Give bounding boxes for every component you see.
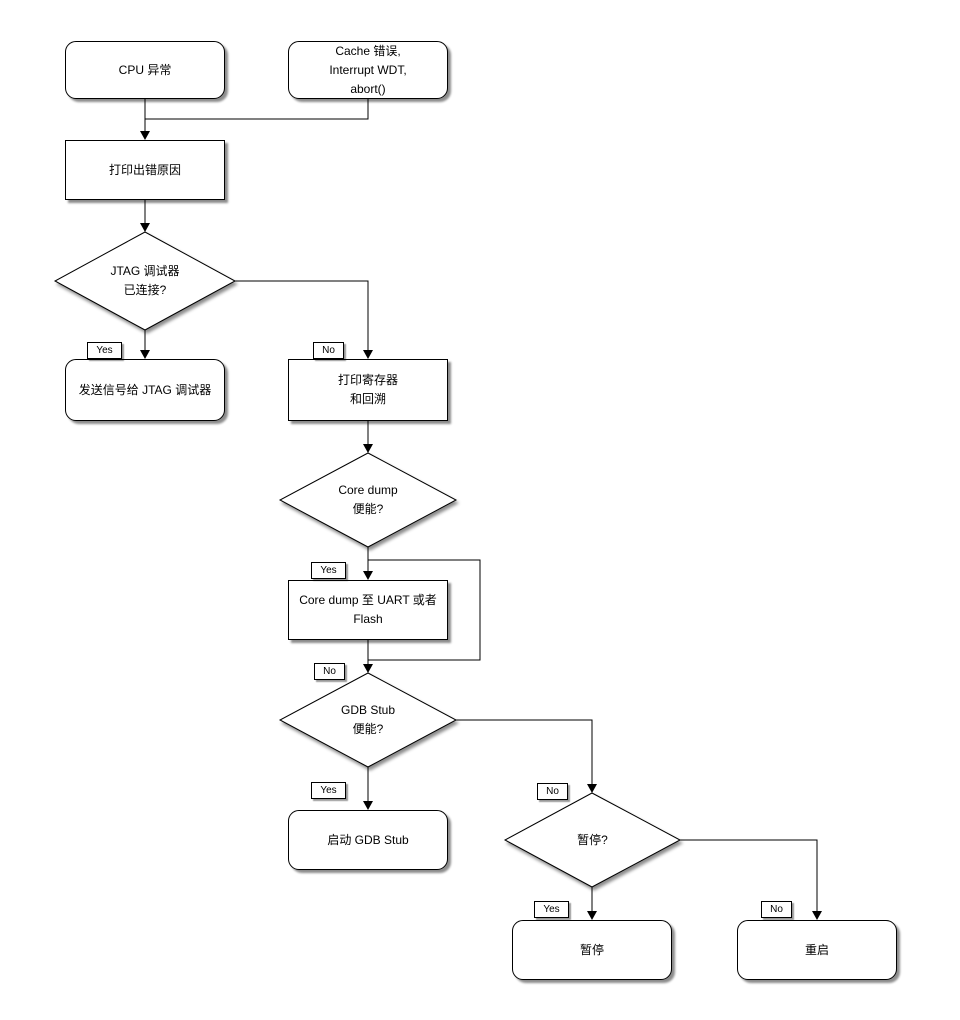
- edge-label-gdbstub-no: No: [537, 783, 568, 800]
- node-signal-jtag-debugger: 发送信号给 JTAG 调试器: [65, 359, 225, 421]
- edge-label-jtag-yes: Yes: [87, 342, 122, 359]
- arrowhead-icon: [363, 350, 373, 359]
- edge-halt-no: [680, 839, 818, 911]
- node-halt: 暂停: [512, 920, 672, 980]
- edge-label-jtag-no: No: [313, 342, 344, 359]
- edge-coredump-no-bypass: [368, 559, 481, 661]
- edge-label-halt-yes: Yes: [534, 901, 569, 918]
- arrowhead-icon: [587, 784, 597, 793]
- arrowhead-icon: [587, 911, 597, 920]
- decision-gdbstub-enabled: [278, 672, 458, 768]
- edge-gdb-no: [456, 719, 593, 785]
- edge-label-coredump-no: No: [314, 663, 345, 680]
- node-cpu-exception: CPU 异常: [65, 41, 225, 99]
- node-start-gdbstub: 启动 GDB Stub: [288, 810, 448, 870]
- arrowhead-icon: [363, 571, 373, 580]
- node-coredump-to-uart-flash: Core dump 至 UART 或者 Flash: [288, 580, 448, 640]
- node-cache-error: Cache 错误, Interrupt WDT, abort(): [288, 41, 448, 99]
- node-reboot: 重启: [737, 920, 897, 980]
- arrowhead-icon: [363, 801, 373, 810]
- edge-label-halt-no: No: [761, 901, 792, 918]
- decision-halt: [503, 792, 682, 888]
- node-print-error-reason: 打印出错原因: [65, 140, 225, 200]
- node-print-registers-backtrace: 打印寄存器 和回溯: [288, 359, 448, 421]
- edge-jtag-no: [235, 280, 369, 351]
- arrowhead-icon: [140, 131, 150, 140]
- arrowhead-icon: [363, 444, 373, 453]
- arrowhead-icon: [812, 911, 822, 920]
- decision-coredump-enabled: [278, 452, 458, 548]
- arrowhead-icon: [140, 223, 150, 232]
- edge-label-coredump-yes: Yes: [311, 562, 346, 579]
- edge-label-gdbstub-yes: Yes: [311, 782, 346, 799]
- decision-jtag-connected: [53, 231, 237, 331]
- arrowhead-icon: [140, 350, 150, 359]
- edge-cache-to-merge: [145, 99, 369, 120]
- arrowhead-icon: [363, 664, 373, 673]
